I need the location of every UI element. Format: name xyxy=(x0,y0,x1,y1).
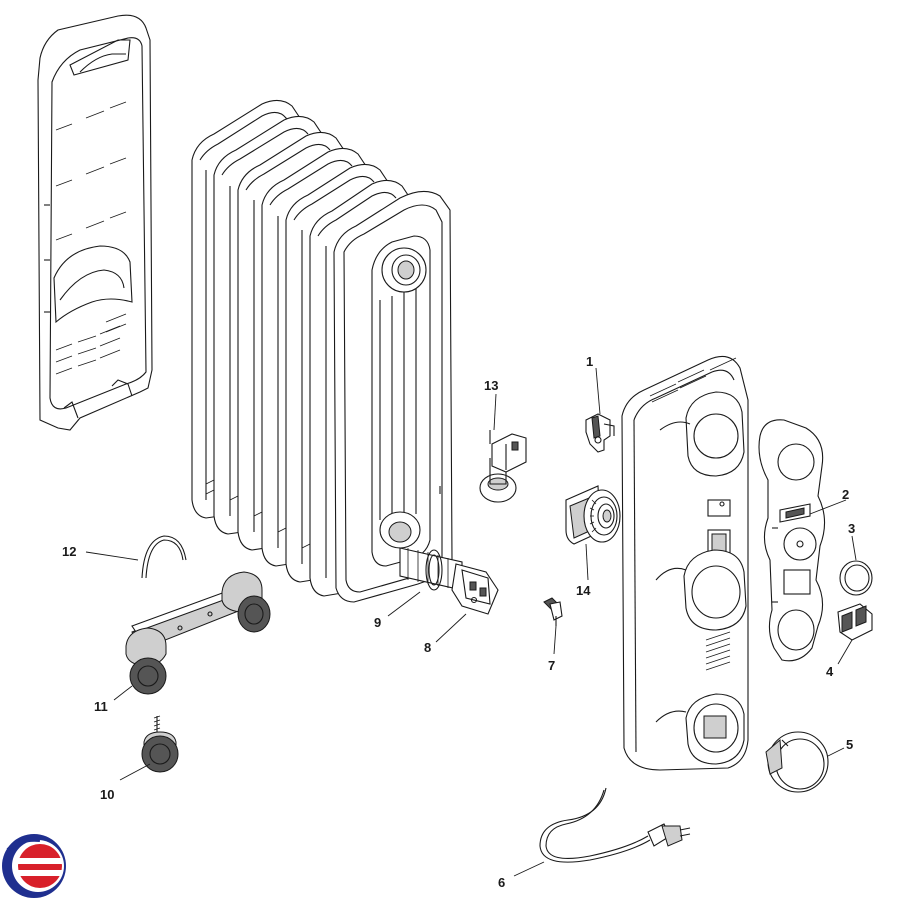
callout-14: 14 xyxy=(576,583,591,598)
brand-logo xyxy=(2,834,66,898)
callout-7: 7 xyxy=(548,658,555,673)
gasket-part-9 xyxy=(425,549,443,591)
knob-cap-part-3 xyxy=(839,560,873,596)
timer-dial-part-14 xyxy=(565,485,621,545)
callout-8: 8 xyxy=(424,640,431,655)
rocker-switch-part-4 xyxy=(837,603,873,641)
front-control-panel xyxy=(621,355,749,771)
thermal-cutout-part-13 xyxy=(479,430,527,503)
heating-element-part-8 xyxy=(399,547,499,615)
callout-12: 12 xyxy=(62,544,76,559)
wheel-base-part-11 xyxy=(125,571,271,695)
callout-5: 5 xyxy=(846,737,853,752)
decorative-frame-part-2 xyxy=(758,419,826,662)
callout-6: 6 xyxy=(498,875,505,890)
callout-3: 3 xyxy=(848,521,855,536)
callout-labels: 1 2 3 4 5 6 7 8 9 10 11 12 13 14 xyxy=(62,354,855,890)
callout-1: 1 xyxy=(586,354,593,369)
castor-wheel-part-10 xyxy=(141,715,179,773)
power-cord-part-6 xyxy=(539,787,691,863)
wire-clip-part-12 xyxy=(141,535,187,579)
callout-9: 9 xyxy=(374,615,381,630)
radiator-body xyxy=(191,99,453,603)
callout-2: 2 xyxy=(842,487,849,502)
callout-11: 11 xyxy=(94,699,108,714)
leader-lines xyxy=(85,367,857,877)
thermostat-bracket-part-1 xyxy=(585,413,615,453)
rear-cover-panel xyxy=(37,14,153,431)
callout-10: 10 xyxy=(100,787,114,802)
pilot-lamp-part-7 xyxy=(543,597,563,626)
round-cover-part-5 xyxy=(765,731,829,793)
callout-4: 4 xyxy=(826,664,834,679)
callout-13: 13 xyxy=(484,378,498,393)
